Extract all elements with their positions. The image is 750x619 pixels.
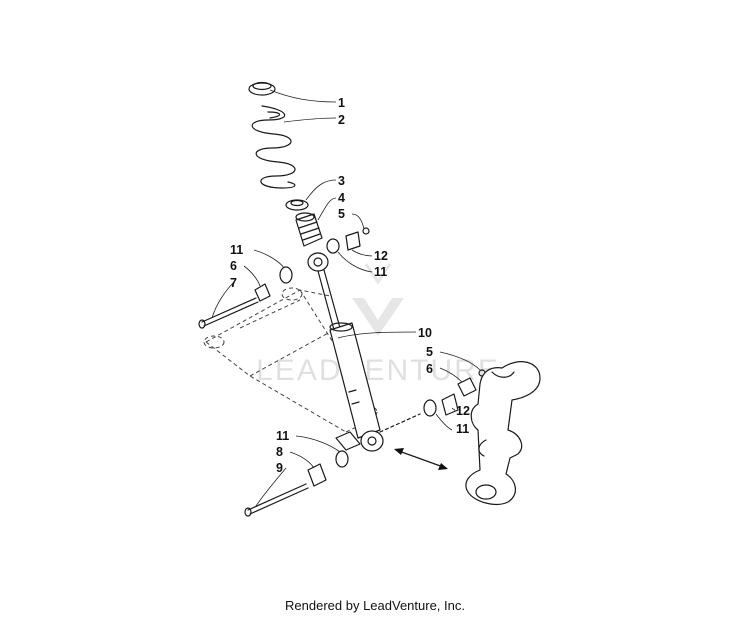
callout-6: 6 xyxy=(230,259,237,273)
callout-2: 2 xyxy=(338,113,345,127)
coil-spring xyxy=(251,105,296,189)
leader-lines xyxy=(211,89,481,507)
callout-5: 5 xyxy=(426,345,433,359)
callout-4: 4 xyxy=(338,191,345,205)
callout-12: 12 xyxy=(374,249,388,263)
adjusting-nut xyxy=(285,199,309,211)
watermark-logo: LEADVENTURE xyxy=(256,263,500,387)
callout-11: 11 xyxy=(230,243,243,257)
callout-7: 7 xyxy=(230,276,237,290)
callout-labels: 1 2 3 4 5 12 11 11 6 7 10 5 6 12 11 11 8… xyxy=(230,96,470,475)
callout-12: 12 xyxy=(456,404,470,418)
lower-left-hardware xyxy=(244,450,349,517)
callout-9: 9 xyxy=(276,461,283,475)
upper-left-hardware xyxy=(198,266,293,329)
callout-10: 10 xyxy=(418,326,432,340)
callout-5: 5 xyxy=(338,207,345,221)
watermark-text: LEADVENTURE xyxy=(256,354,500,387)
spring-retainer xyxy=(248,81,276,96)
callout-1: 1 xyxy=(338,96,345,110)
bump-stop xyxy=(295,212,323,247)
callout-11: 11 xyxy=(456,422,469,436)
callout-11: 11 xyxy=(374,265,387,279)
callout-8: 8 xyxy=(276,445,283,459)
direction-arrow xyxy=(394,448,448,470)
shock-absorber xyxy=(307,252,384,452)
footer-credit: Rendered by LeadVenture, Inc. xyxy=(285,598,465,613)
callout-6: 6 xyxy=(426,362,433,376)
upper-right-bushings xyxy=(326,227,370,254)
callout-11: 11 xyxy=(276,429,289,443)
steering-spindle xyxy=(465,361,541,505)
callout-3: 3 xyxy=(338,174,345,188)
